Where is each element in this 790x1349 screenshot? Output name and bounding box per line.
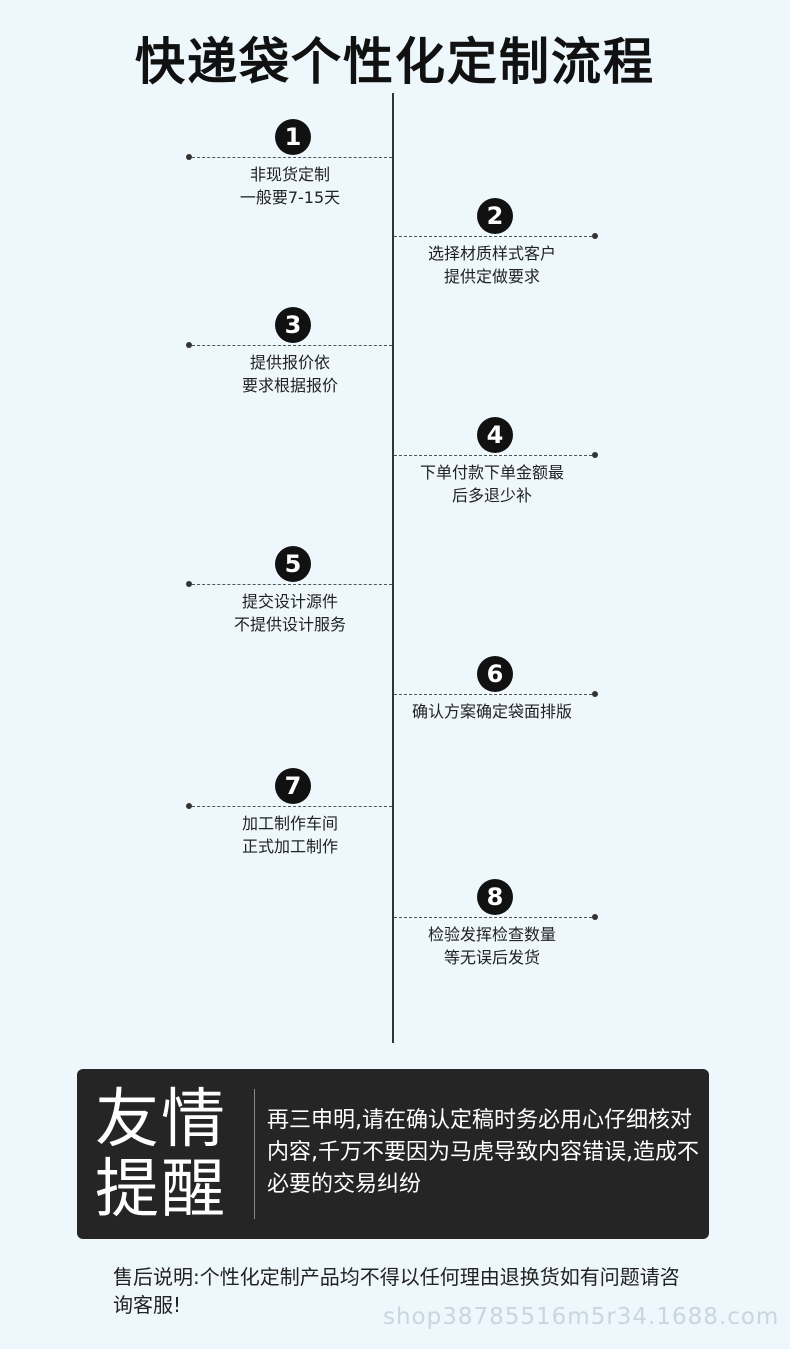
connector-line xyxy=(394,917,592,918)
reminder-heading: 友情 提醒 xyxy=(95,1085,245,1225)
connector-line xyxy=(192,345,392,346)
timeline-axis xyxy=(392,93,394,1043)
reminder-box: 友情 提醒 再三申明,请在确认定稿时务必用心仔细核对内容,千万不要因为马虎导致内… xyxy=(77,1069,709,1239)
connector-line xyxy=(394,236,592,237)
step-text: 正式加工制作 xyxy=(241,837,338,856)
reminder-heading-line: 提醒 xyxy=(95,1153,227,1227)
step-text: 提交设计源件 xyxy=(241,592,338,611)
shop-watermark: shop38785516m5r34.1688.com xyxy=(383,1304,780,1330)
step-number-badge: 6 xyxy=(477,656,513,692)
connector-dot xyxy=(186,342,192,348)
step-number-badge: 5 xyxy=(275,546,311,582)
connector-dot xyxy=(592,452,598,458)
step-number-badge: 3 xyxy=(275,307,311,343)
step-number-badge: 8 xyxy=(477,879,513,915)
process-timeline: 1 非现货定制 一般要7-15天 2 选择材质样式客户 提供定做要求 3 提供报… xyxy=(186,93,598,1043)
step-text: 提供报价依 xyxy=(249,353,330,372)
step-text: 非现货定制 xyxy=(249,165,330,184)
step-text: 确认方案确定袋面排版 xyxy=(411,702,572,721)
step-text: 检验发挥检查数量 xyxy=(427,925,556,944)
reminder-divider xyxy=(254,1089,255,1219)
step-text: 等无误后发货 xyxy=(443,948,540,967)
step-text: 一般要7-15天 xyxy=(239,188,341,207)
step-text: 要求根据报价 xyxy=(241,376,338,395)
step-text: 后多退少补 xyxy=(451,486,532,505)
step-number-badge: 2 xyxy=(477,198,513,234)
connector-line xyxy=(192,806,392,807)
step-number-badge: 4 xyxy=(477,417,513,453)
reminder-heading-line: 友情 xyxy=(95,1083,227,1157)
connector-line xyxy=(394,455,592,456)
connector-line xyxy=(192,157,392,158)
step-text: 选择材质样式客户 xyxy=(427,244,556,263)
connector-line xyxy=(192,584,392,585)
after-sales-note: 售后说明:个性化定制产品均不得以任何理由退换货如有问题请咨询客服! xyxy=(113,1265,680,1317)
step-text: 加工制作车间 xyxy=(241,814,338,833)
connector-dot xyxy=(186,581,192,587)
connector-dot xyxy=(592,233,598,239)
page-title: 快递袋个性化定制流程 xyxy=(135,33,655,91)
step-number-badge: 1 xyxy=(275,119,311,155)
step-text: 提供定做要求 xyxy=(443,267,540,286)
reminder-text: 再三申明,请在确认定稿时务必用心仔细核对内容,千万不要因为马虎导致内容错误,造成… xyxy=(267,1108,699,1197)
connector-dot xyxy=(592,691,598,697)
connector-dot xyxy=(186,803,192,809)
step-number-badge: 7 xyxy=(275,768,311,804)
step-text: 不提供设计服务 xyxy=(233,615,346,634)
connector-line xyxy=(394,694,592,695)
step-text: 下单付款下单金额最 xyxy=(419,463,564,482)
connector-dot xyxy=(592,914,598,920)
connector-dot xyxy=(186,154,192,160)
